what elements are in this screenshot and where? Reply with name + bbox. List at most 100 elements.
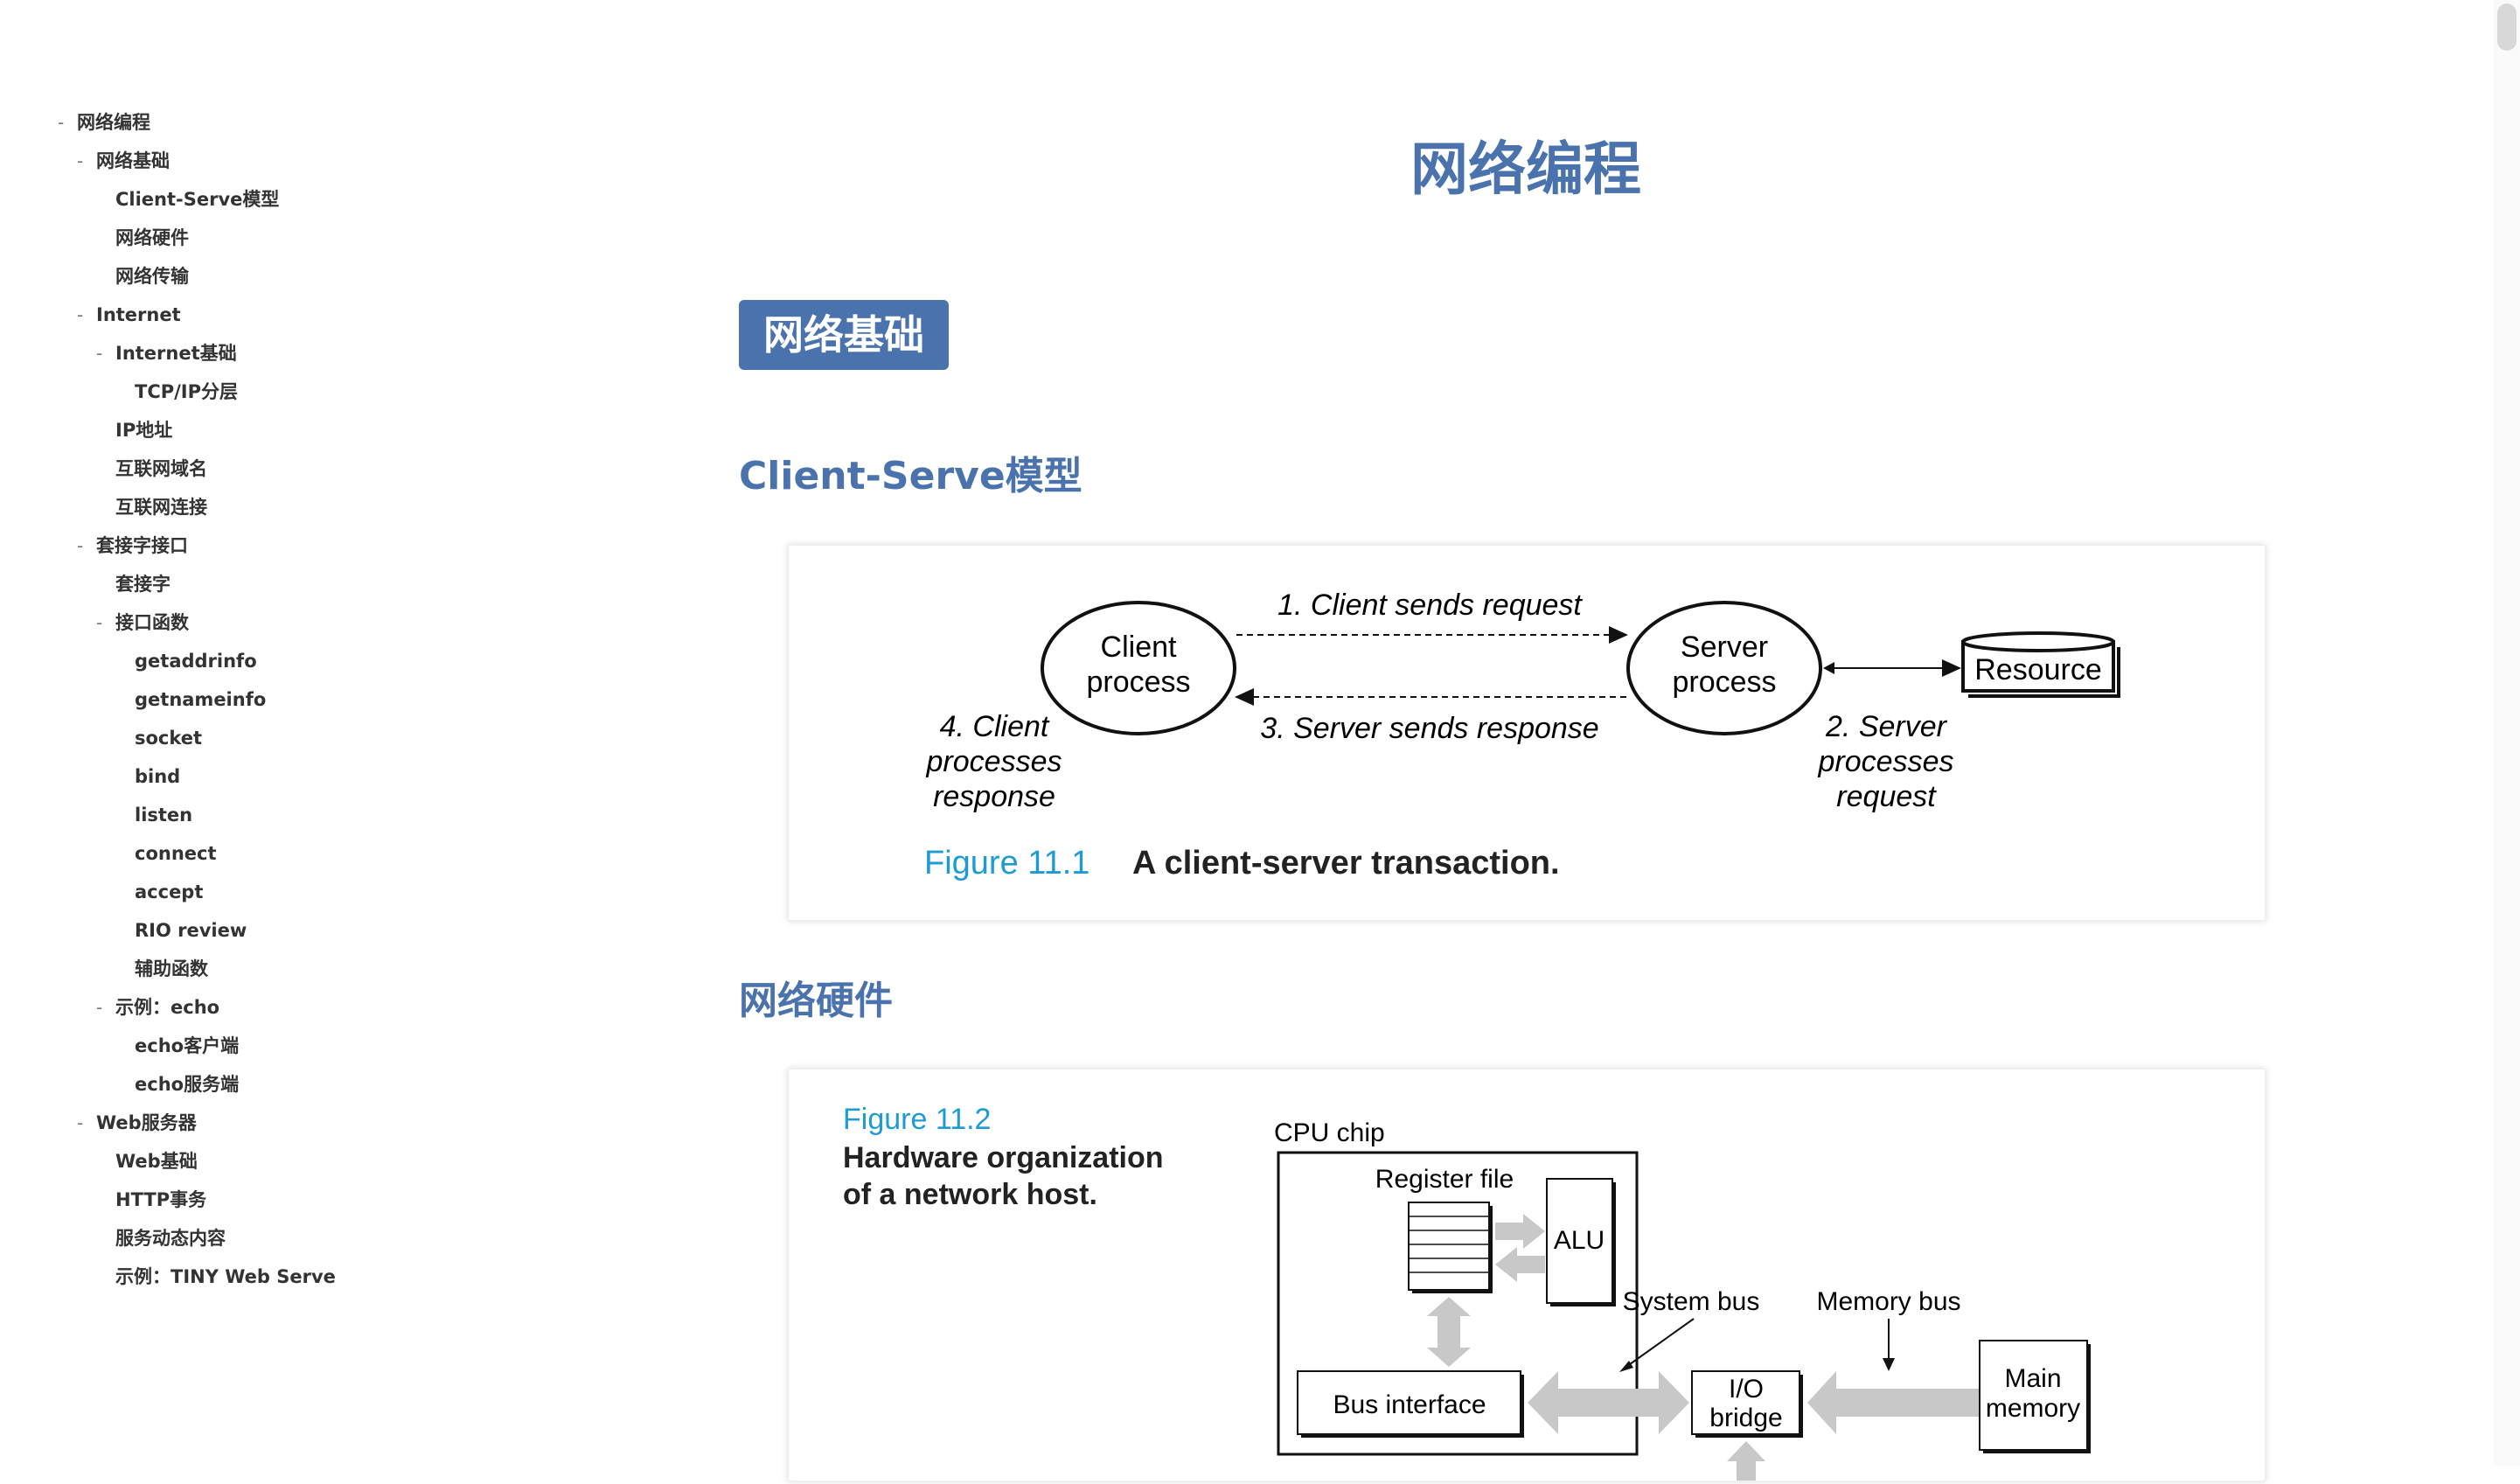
toc-item-label: 服务动态内容: [115, 1228, 226, 1249]
toc-item[interactable]: -接口函数: [96, 610, 189, 636]
toc-item[interactable]: RIO review: [135, 917, 247, 944]
toc-item[interactable]: accept: [135, 879, 203, 905]
system-bus-label: System bus: [1623, 1287, 1760, 1316]
toc-item[interactable]: -Internet基础: [96, 340, 237, 366]
step4-label-1: 4. Client: [940, 710, 1050, 743]
toc-item[interactable]: connect: [135, 840, 217, 867]
toc-item[interactable]: 网络传输: [115, 263, 189, 289]
toc-item[interactable]: getnameinfo: [135, 686, 266, 713]
memory-bus-label: Memory bus: [1816, 1287, 1960, 1316]
toc-item-label: 示例：echo: [115, 997, 220, 1018]
io-bridge-node: [1691, 1370, 1803, 1438]
vertical-scrollbar[interactable]: [2494, 0, 2520, 1466]
register-file-node: [1408, 1202, 1493, 1293]
toc-item[interactable]: IP地址: [115, 417, 172, 443]
step2-label-1: 2. Server: [1825, 710, 1948, 743]
toc-item-label: IP地址: [115, 420, 173, 441]
toc-item[interactable]: 网络硬件: [115, 225, 189, 251]
resource-node: [1961, 631, 2120, 698]
toc-item-label: 互联网域名: [115, 458, 207, 479]
toc-item[interactable]: Client-Serve模型: [115, 186, 279, 212]
toc-item[interactable]: socket: [135, 725, 202, 751]
cpu-chip-label: CPU chip: [1274, 1118, 1385, 1147]
collapse-toggle-icon[interactable]: -: [96, 997, 103, 1018]
reg-bus-arrow: [1427, 1297, 1471, 1367]
toc-item[interactable]: TCP/IP分层: [135, 379, 238, 405]
collapse-toggle-icon[interactable]: -: [77, 304, 84, 325]
toc-item[interactable]: echo服务端: [135, 1071, 239, 1097]
io-bridge-label-1: I/O: [1729, 1375, 1764, 1404]
toc-item-label: 互联网连接: [115, 497, 207, 518]
figure1-number: Figure 11.1: [924, 845, 1089, 881]
toc-item-label: getnameinfo: [135, 689, 267, 710]
collapse-toggle-icon[interactable]: -: [96, 612, 103, 633]
main-memory-label-2: memory: [1986, 1394, 2080, 1423]
system-bus-pointer: [1623, 1318, 1695, 1369]
figure-client-server-transaction: Client process Server process 1. Client …: [788, 545, 2266, 921]
heading-network-hardware: 网络硬件: [739, 979, 893, 1023]
step2-label-3: request: [1836, 780, 1937, 813]
page-title: 网络编程: [1410, 136, 1641, 203]
toc-item[interactable]: 互联网连接: [115, 494, 207, 520]
toc-item-label: RIO review: [135, 920, 247, 941]
toc-item[interactable]: -Web服务器: [77, 1110, 197, 1136]
step2-label-2: processes: [1818, 745, 1954, 778]
toc-item-label: Web服务器: [96, 1112, 197, 1133]
system-bus-arrow: [1528, 1371, 1689, 1434]
toc-item[interactable]: -网络编程: [58, 109, 150, 136]
collapse-toggle-icon[interactable]: -: [58, 112, 65, 133]
collapse-toggle-icon[interactable]: -: [77, 150, 84, 171]
toc-item[interactable]: 套接字: [115, 571, 171, 597]
figure1-caption: A client-server transaction.: [1132, 845, 1560, 881]
toc-item-label: 网络传输: [115, 266, 189, 287]
toc-item[interactable]: 互联网域名: [115, 456, 207, 482]
toc-item-label: 套接字接口: [96, 535, 188, 556]
toc-item-label: connect: [135, 843, 217, 864]
figure2-caption-2: of a network host.: [843, 1178, 1097, 1211]
io-bridge-label-2: bridge: [1709, 1404, 1782, 1432]
main-memory-node: [1979, 1340, 2091, 1453]
alu-to-reg-arrow: [1495, 1247, 1545, 1282]
toc-item-label: accept: [135, 881, 204, 902]
scrollbar-thumb[interactable]: [2497, 3, 2517, 51]
toc-item-label: Internet基础: [115, 343, 237, 364]
reg-to-alu-arrow: [1495, 1214, 1545, 1249]
toc-item[interactable]: -网络基础: [77, 148, 170, 174]
server-label-1: Server: [1681, 631, 1768, 664]
toc-item[interactable]: -套接字接口: [77, 533, 188, 559]
bus-interface-node: [1297, 1370, 1524, 1438]
step4-label-3: response: [933, 780, 1055, 813]
collapse-toggle-icon[interactable]: -: [96, 343, 103, 364]
toc-item[interactable]: listen: [135, 802, 192, 828]
collapse-toggle-icon[interactable]: -: [77, 1112, 84, 1133]
section-heading-network-basics: 网络基础: [739, 300, 949, 370]
toc-item-label: Web基础: [115, 1151, 198, 1172]
toc-item-label: echo服务端: [135, 1074, 240, 1095]
client-server-diagram: Client process Server process 1. Client …: [924, 589, 2120, 881]
toc-item[interactable]: -示例：echo: [96, 994, 220, 1021]
toc-item[interactable]: 辅助函数: [135, 956, 208, 982]
toc-item[interactable]: getaddrinfo: [135, 648, 257, 674]
toc-item[interactable]: Web基础: [115, 1148, 198, 1174]
io-bus-arrow: [1727, 1441, 1765, 1481]
toc-item-label: bind: [135, 766, 181, 787]
toc-item[interactable]: 示例：TINY Web Serve: [115, 1264, 336, 1290]
toc-item-label: 网络编程: [77, 112, 150, 133]
collapse-toggle-icon[interactable]: -: [77, 535, 84, 556]
figure-hardware-organization: Figure 11.2 Hardware organization of a n…: [788, 1069, 2266, 1481]
alu-label: ALU: [1554, 1226, 1605, 1255]
client-process-node: [1041, 601, 1236, 735]
toc-item[interactable]: HTTP事务: [115, 1187, 206, 1213]
toc-item-label: HTTP事务: [115, 1189, 207, 1210]
register-file-label: Register file: [1375, 1165, 1514, 1194]
toc-item-label: 辅助函数: [135, 958, 208, 979]
toc-item[interactable]: bind: [135, 763, 180, 790]
alu-node: [1546, 1178, 1616, 1306]
toc-item[interactable]: -Internet: [77, 302, 181, 328]
bus-interface-label: Bus interface: [1333, 1390, 1486, 1419]
server-label-2: process: [1672, 665, 1776, 699]
server-process-node: [1626, 601, 1822, 735]
toc-item[interactable]: echo客户端: [135, 1033, 239, 1059]
toc-item[interactable]: 服务动态内容: [115, 1225, 226, 1251]
toc-item-label: echo客户端: [135, 1035, 240, 1056]
